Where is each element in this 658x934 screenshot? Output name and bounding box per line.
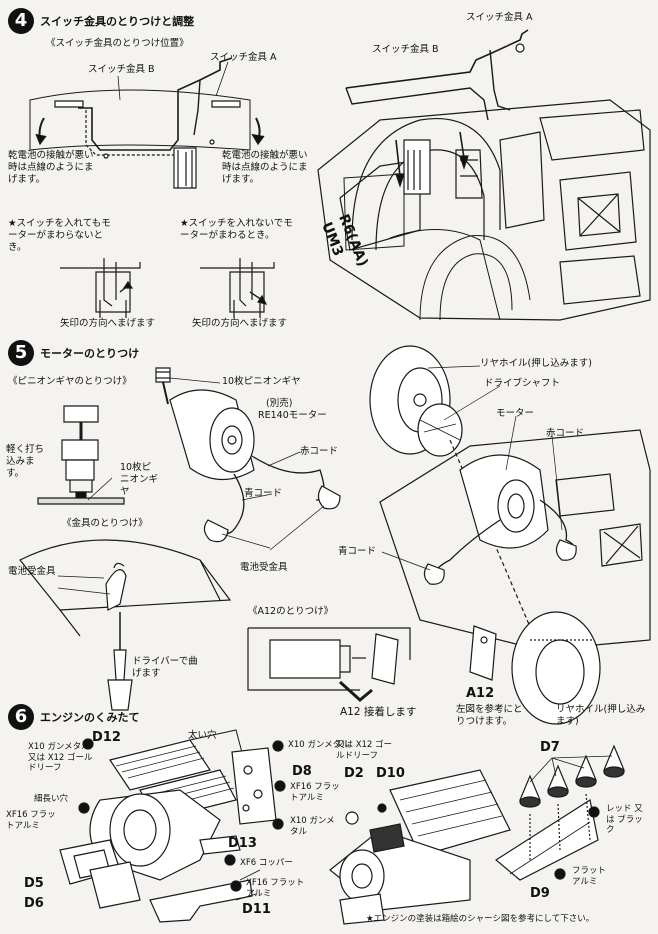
- red-cord-label: 赤コード: [300, 446, 339, 457]
- switch-case-off-diagram: [200, 258, 274, 318]
- paint-x10-top: X10 ガンメタル: [288, 740, 350, 750]
- step-5-title: モーターのとりつけ: [40, 347, 140, 360]
- motor-label: モーター: [496, 408, 535, 419]
- pinion-heading: 《ピニオンギヤのとりつけ》: [8, 376, 132, 387]
- battery-bracket-install-diagram: [20, 540, 230, 710]
- red-cord-right-label: 赤コード: [546, 428, 585, 439]
- bend-direction-left: 矢印の方向へまげます: [60, 318, 156, 329]
- pinion-gear-label-left: 10枚ピニオンギヤ: [120, 462, 159, 497]
- part-d6: D6: [24, 896, 44, 911]
- step-5-number: 5: [8, 340, 34, 366]
- part-d8: D8: [292, 764, 312, 779]
- part-d2: D2: [344, 766, 364, 781]
- drive-shaft-label: ドライブシャフト: [484, 378, 561, 389]
- engine-paint-footnote: ★エンジンの塗装は箱絵のシャーシ図を参考にして下さい。: [366, 914, 595, 924]
- bracket-install-heading: 《金具のとりつけ》: [62, 518, 148, 529]
- step-6-title: エンジンのくみたて: [40, 711, 140, 724]
- motor-wiring-diagram: [156, 368, 340, 542]
- a12-glue-note: A12 接着します: [340, 706, 417, 718]
- paint-flat-aluminum: フラット アルミ: [572, 866, 607, 887]
- paint-x12-top: 又は X12 ゴールドリーフ: [336, 740, 393, 761]
- part-d13: D13: [228, 836, 257, 851]
- part-d10: D10: [376, 766, 405, 781]
- part-d12: D12: [92, 730, 121, 745]
- a12-install-heading: 《A12のとりつけ》: [248, 606, 334, 617]
- part-d11: D11: [242, 902, 271, 917]
- paint-xf6: XF6 コッパー: [240, 858, 293, 868]
- paint-red-or-black: レッド 又は ブラック: [606, 804, 643, 836]
- paint-xf16-mid: XF16 フラットアルミ: [290, 782, 340, 803]
- pinion-tap-diagram: [38, 406, 124, 504]
- chassis-motor-diagram: [370, 346, 650, 724]
- battery-contact-note-right: 乾電池の接触が悪い時は点線のようにまげます。: [222, 150, 308, 185]
- motor-model-label: RE140モーター: [258, 410, 327, 421]
- battery-contact-note-left: 乾電池の接触が悪い時は点線のようにまげます。: [8, 150, 94, 185]
- step-4-title: スイッチ金具のとりつけと調整: [40, 15, 195, 28]
- paint-xf16-bottom: XF16 フラットアルミ: [246, 878, 305, 899]
- step-4-number: 4: [8, 8, 34, 34]
- long-hole-label: 細長い穴: [34, 794, 69, 804]
- rear-wheel-top-label: リヤホイル(押し込みます): [480, 358, 592, 369]
- chassis-switch-diagram: [318, 30, 650, 320]
- rear-wheel-bottom-label: リヤホイル(押し込みます): [556, 704, 646, 727]
- thick-hole-label: 太い穴: [188, 730, 217, 741]
- paint-x10-x12-left: X10 ガンメタル 又は X12 ゴールドリーフ: [28, 742, 93, 774]
- case-switch-off-note: ★スイッチを入れないでモーターがまわるとき。: [180, 218, 293, 241]
- separate-sale-note: (別売): [266, 398, 293, 409]
- a12-part-label: A12: [466, 686, 495, 701]
- step-6-number: 6: [8, 704, 34, 730]
- switch-position-heading: 《スイッチ金具のとりつけ位置》: [46, 38, 189, 49]
- case-switch-on-note: ★スイッチを入れてもモーターがまわらないとき。: [8, 218, 111, 253]
- blue-cord-right-label: 青コード: [338, 546, 377, 557]
- part-d9: D9: [530, 886, 550, 901]
- switch-case-on-diagram: [60, 258, 140, 318]
- paint-x10-mid: X10 ガンメタル: [290, 816, 335, 837]
- switch-position-diagram: [30, 58, 264, 188]
- engine-assembly-right-diagram: [330, 746, 624, 924]
- paint-xf16-left: XF16 フラットアルミ: [6, 810, 56, 831]
- part-d7: D7: [540, 740, 560, 755]
- battery-bracket-label: 電池受金具: [240, 562, 288, 573]
- leader-lines: [170, 366, 562, 570]
- part-d5: D5: [24, 876, 44, 891]
- switch-a-left-label: スイッチ金具 A: [210, 52, 277, 63]
- blue-cord-label: 青コード: [244, 488, 283, 499]
- a12-install-diagram: [248, 628, 410, 700]
- switch-b-right-label: スイッチ金具 B: [372, 44, 439, 55]
- battery-bracket-left-label: 電池受金具: [8, 566, 56, 577]
- engine-assembly-left-diagram: [60, 730, 285, 922]
- screwdriver-bend-note: ドライバーで曲げます: [132, 656, 198, 679]
- bend-direction-right: 矢印の方向へまげます: [192, 318, 288, 329]
- switch-b-left-label: スイッチ金具 B: [88, 64, 155, 75]
- a12-refer-note: 左図を参考にとりつけます。: [456, 704, 523, 727]
- tap-lightly-note: 軽く打ち込みます。: [6, 444, 45, 479]
- switch-a-right-label: スイッチ金具 A: [466, 12, 533, 23]
- pinion-gear-label: 10枚ピニオンギヤ: [222, 376, 301, 387]
